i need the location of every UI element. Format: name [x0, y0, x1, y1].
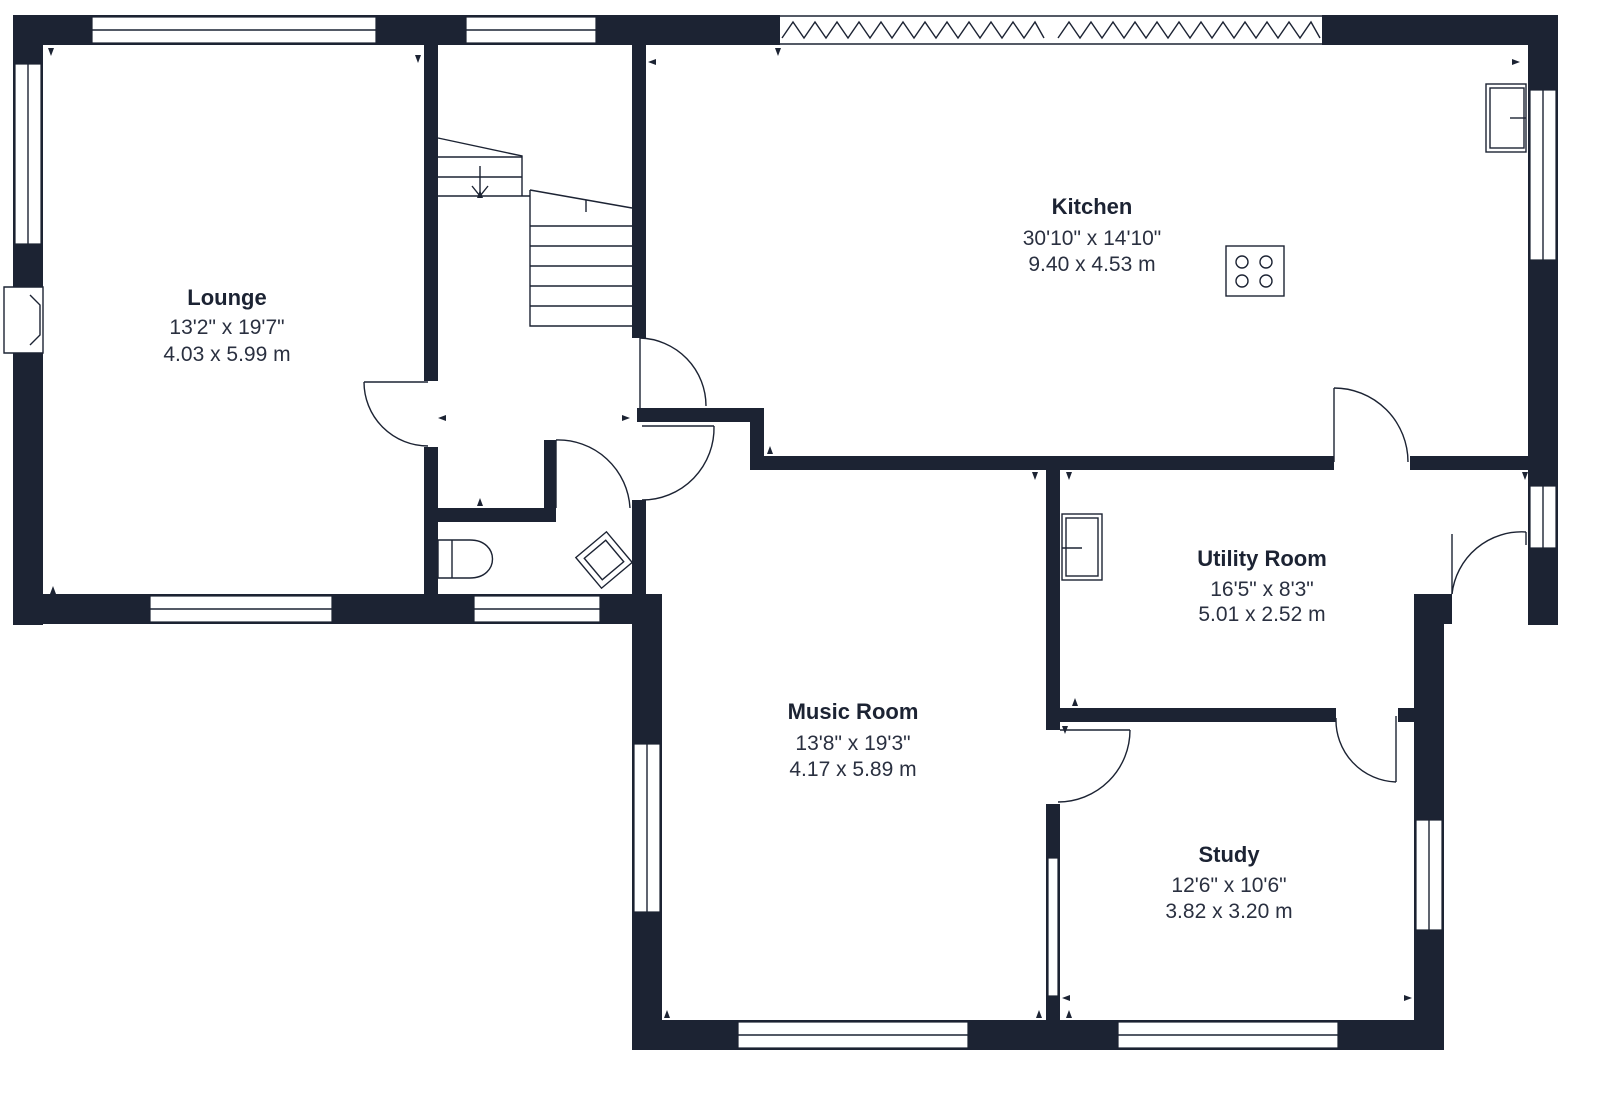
room-label-lounge: Lounge 13'2" x 19'7" 4.03 x 5.99 m [163, 285, 290, 366]
room-dimensions-imperial: 16'5" x 8'3" [1210, 578, 1314, 601]
hob-icon [1225, 245, 1285, 297]
walls [13, 15, 1558, 1050]
room-dimensions-imperial: 30'10" x 14'10" [1023, 227, 1162, 250]
doors [363, 337, 1527, 803]
room-name: Music Room [788, 699, 919, 724]
room-label-kitchen: Kitchen 30'10" x 14'10" 9.40 x 4.53 m [1023, 194, 1162, 276]
room-label-utility: Utility Room 16'5" x 8'3" 5.01 x 2.52 m [1197, 546, 1327, 626]
room-name: Lounge [187, 285, 266, 310]
fixtures [3, 83, 1527, 590]
staircase [437, 137, 633, 327]
basin-icon [574, 530, 634, 590]
windows [14, 16, 1557, 1049]
room-dimensions-metric: 9.40 x 4.53 m [1028, 253, 1155, 276]
room-label-music: Music Room 13'8" x 19'3" 4.17 x 5.89 m [788, 699, 919, 781]
dimension-markers [48, 48, 1528, 1018]
room-dimensions-metric: 4.03 x 5.99 m [163, 343, 290, 366]
room-dimensions-imperial: 12'6" x 10'6" [1171, 874, 1286, 897]
room-name: Study [1198, 842, 1260, 867]
room-label-study: Study 12'6" x 10'6" 3.82 x 3.20 m [1165, 842, 1292, 923]
room-name: Kitchen [1052, 194, 1133, 219]
room-dimensions-metric: 5.01 x 2.52 m [1198, 603, 1325, 626]
toilet-icon [437, 539, 494, 579]
room-dimensions-imperial: 13'8" x 19'3" [795, 732, 910, 755]
room-name: Utility Room [1197, 546, 1327, 571]
room-dimensions-metric: 4.17 x 5.89 m [789, 758, 916, 781]
room-dimensions-metric: 3.82 x 3.20 m [1165, 900, 1292, 923]
room-dimensions-imperial: 13'2" x 19'7" [169, 316, 284, 339]
utility-sink-icon [1061, 513, 1103, 581]
bifold-doors [780, 15, 1322, 45]
fireplace-icon [3, 286, 44, 354]
